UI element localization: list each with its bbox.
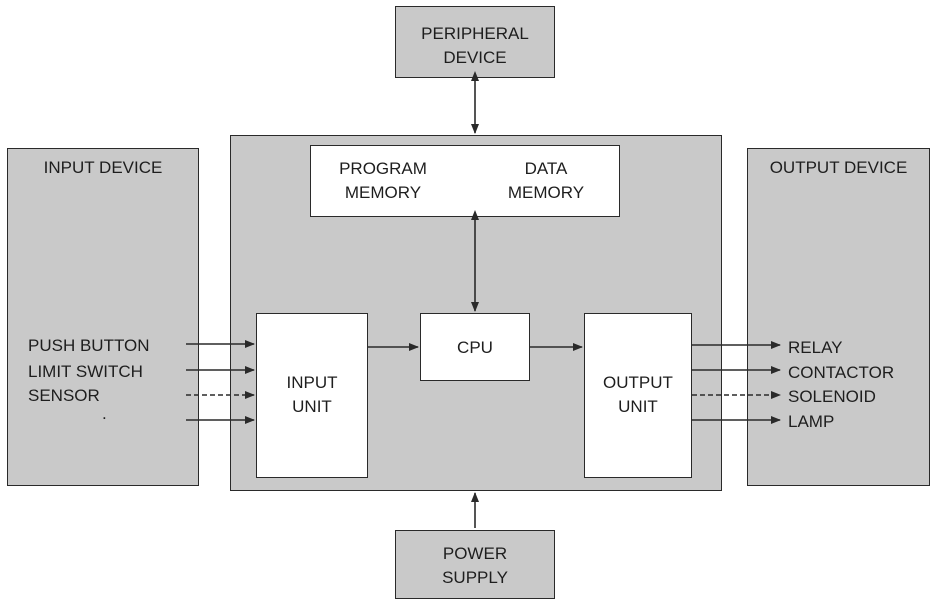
plc-block-diagram: PERIPHERAL DEVICE INPUT DEVICE OUTPUT DE… <box>0 0 930 599</box>
connector-arrows <box>0 0 930 599</box>
